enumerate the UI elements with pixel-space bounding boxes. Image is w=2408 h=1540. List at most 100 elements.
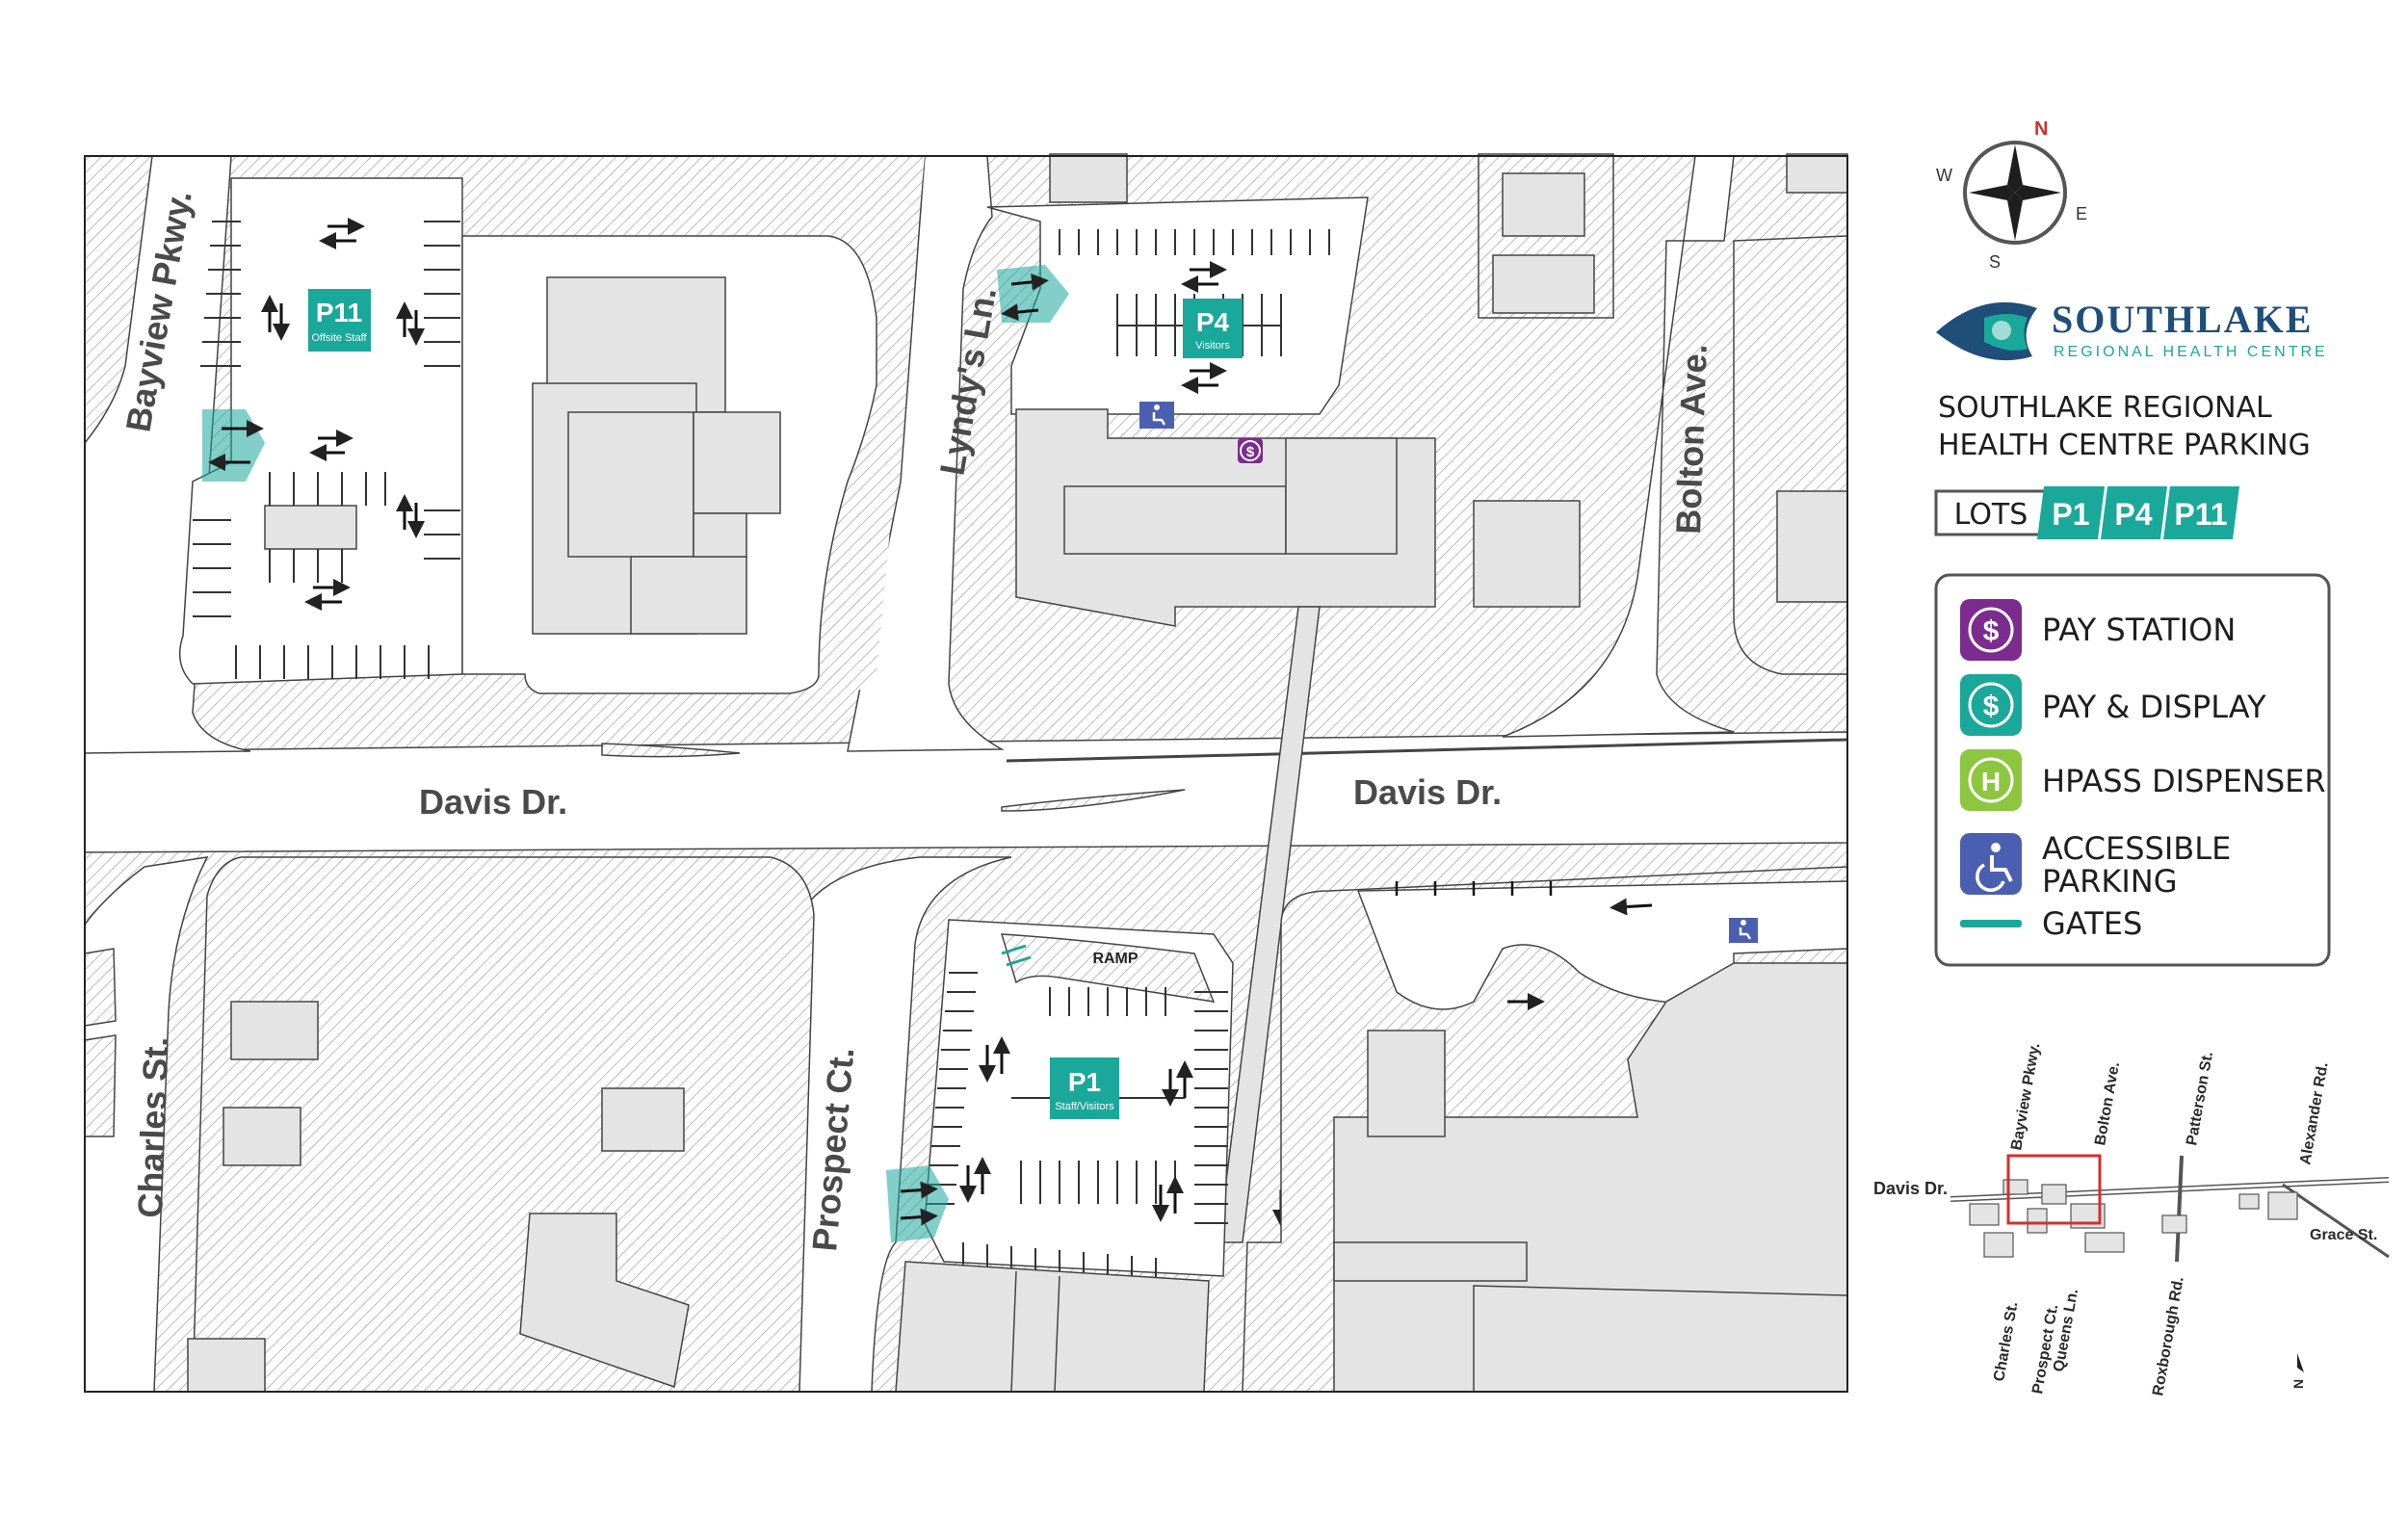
gates-icon xyxy=(1960,920,2022,927)
compass-needle-west xyxy=(1969,185,2015,200)
p1-code: P1 xyxy=(1068,1067,1101,1097)
logo-name: SOUTHLAKE xyxy=(2052,298,2313,341)
p4-accessible-icon xyxy=(1139,402,1174,429)
p11-stalls xyxy=(193,221,460,679)
bolton-road xyxy=(1502,155,1735,738)
p4-sub: Visitors xyxy=(1195,340,1230,352)
prospect-road xyxy=(798,856,1012,1393)
p11-label: P11 Offsite Staff xyxy=(308,289,371,352)
hospital-accessible-icon xyxy=(1729,918,1758,943)
legend-hpass-label: HPASS DISPENSER xyxy=(2042,763,2326,799)
p4-pay-symbol: $ xyxy=(1246,444,1255,460)
far-east-building xyxy=(1776,490,1848,603)
compass-needle-south xyxy=(2007,193,2023,241)
lots-badge-p4-text: P4 xyxy=(2114,497,2152,532)
legend-pay-display: $ PAY & DISPLAY xyxy=(1960,674,2266,736)
p11-code: P11 xyxy=(316,298,362,327)
mini-north-arrow xyxy=(2297,1353,2304,1372)
p1-stalls xyxy=(926,972,1228,1287)
median-west xyxy=(601,743,741,758)
mini-label-charles: Charles St. xyxy=(1991,1300,2021,1382)
far-east-hatch xyxy=(1733,235,1848,675)
ramp-gate-marks xyxy=(1001,944,1032,967)
mini-label-patterson: Patterson St. xyxy=(2184,1051,2216,1147)
mini-label-davis: Davis Dr. xyxy=(1873,1179,1948,1198)
compass-e: E xyxy=(2076,204,2087,223)
logo-mark-eye xyxy=(1992,321,2011,340)
hospital-buildings xyxy=(1333,962,1848,1393)
p1-south-buildings xyxy=(895,1261,1210,1393)
hpass-symbol: H xyxy=(1981,767,2001,796)
lots-badge-p1 xyxy=(2037,486,2105,539)
lots-badge: LOTS P1 P4 P11 xyxy=(1934,486,2239,539)
p4-code: P4 xyxy=(1196,307,1230,337)
p4-badge xyxy=(1183,299,1243,358)
p11-lot-surface xyxy=(178,177,463,685)
p1-label: P1 Staff/Visitors xyxy=(1050,1057,1119,1119)
p1-sub: Staff/Visitors xyxy=(1055,1101,1114,1112)
map-frame xyxy=(84,155,1848,1393)
legend-accessible-label-2: PARKING xyxy=(2042,863,2178,900)
hospital-bollards xyxy=(1395,881,1553,896)
mini-label-alexander: Alexander Rd. xyxy=(2297,1061,2331,1166)
sw-buildings xyxy=(187,1001,690,1393)
lots-badge-p11 xyxy=(2163,486,2239,539)
road-label-bolton: Bolton Ave. xyxy=(1668,344,1714,535)
lyndys-road xyxy=(847,155,1005,752)
far-ne-building xyxy=(1786,153,1848,194)
sw-block xyxy=(192,856,815,1393)
compass: N E S W xyxy=(1936,118,2087,272)
pay-display-symbol: $ xyxy=(1983,691,2000,722)
mini-grace xyxy=(2282,1183,2390,1259)
title-line-1: SOUTHLAKE REGIONAL xyxy=(1938,391,2272,425)
compass-needle-north xyxy=(2007,144,2023,193)
legend-accessible-label-1: ACCESSIBLE xyxy=(2042,830,2231,867)
logo-tagline: REGIONAL HEALTH CENTRE xyxy=(2054,344,2328,360)
mini-patterson xyxy=(2175,1155,2184,1263)
title-line-2: HEALTH CENTRE PARKING xyxy=(1938,429,2311,462)
compass-needle-east xyxy=(2015,185,2061,200)
legend: $ PAY STATION $ PAY & DISPLAY H HPASS DI… xyxy=(1934,573,2331,967)
median-east xyxy=(1001,789,1186,812)
p4-arrows xyxy=(1181,261,1227,394)
mini-label-roxborough: Roxborough Rd. xyxy=(2150,1275,2187,1396)
p4-lot-surface xyxy=(986,196,1369,415)
legend-gates: GATES xyxy=(1960,905,2142,942)
mini-highlight-box xyxy=(2006,1154,2102,1225)
pay-station-symbol: $ xyxy=(1983,615,2000,647)
road-label-charles: Charles St. xyxy=(130,1036,176,1218)
compass-w: W xyxy=(1936,166,1952,185)
p4-gate xyxy=(997,265,1069,323)
p1-badge xyxy=(1050,1057,1119,1119)
west-sliver-1 xyxy=(84,948,117,1027)
legend-accessible: ACCESSIBLE PARKING xyxy=(1960,830,2231,900)
p11-badge xyxy=(308,289,371,352)
compass-s: S xyxy=(1989,252,2001,272)
lots-badge-p1-text: P1 xyxy=(2052,497,2089,532)
lots-badge-label: LOTS xyxy=(1954,498,2028,532)
legend-pay-station: $ PAY STATION xyxy=(1960,599,2236,661)
mini-label-grace: Grace St. xyxy=(2310,1227,2377,1243)
lots-badge-p11-text: P11 xyxy=(2174,497,2227,532)
pedestrian-bridge xyxy=(1217,606,1321,1243)
legend-gates-label: GATES xyxy=(2042,905,2142,942)
p11-structure xyxy=(264,505,357,550)
mini-label-bolton: Bolton Ave. xyxy=(2092,1060,2123,1146)
mini-label-bayview: Bayview Pkwy. xyxy=(2008,1042,2043,1152)
compass-ring xyxy=(1963,141,2067,245)
ne-building-2 xyxy=(1492,254,1595,314)
main-map: P11 Offsite Staff xyxy=(84,153,1848,1393)
legend-frame xyxy=(1934,573,2331,967)
p1-gate xyxy=(886,1165,949,1242)
legend-pay-display-label: PAY & DISPLAY xyxy=(2042,689,2266,725)
road-label-davis-east: Davis Dr. xyxy=(1353,772,1502,812)
p11-gate xyxy=(202,409,265,482)
ramp-label: RAMP xyxy=(1092,951,1138,967)
p4-pay-station-icon: $ xyxy=(1238,438,1263,463)
compass-n: N xyxy=(2034,118,2048,140)
southlake-logo: SOUTHLAKE REGIONAL HEALTH CENTRE xyxy=(1936,298,2328,361)
lots-badge-p4 xyxy=(2101,486,2167,539)
legend-hpass: H HPASS DISPENSER xyxy=(1960,749,2326,811)
median-line xyxy=(1006,738,1848,763)
locator-map: Davis Dr. Bayview Pkwy. Bolton Ave. Patt… xyxy=(1873,1042,2390,1397)
